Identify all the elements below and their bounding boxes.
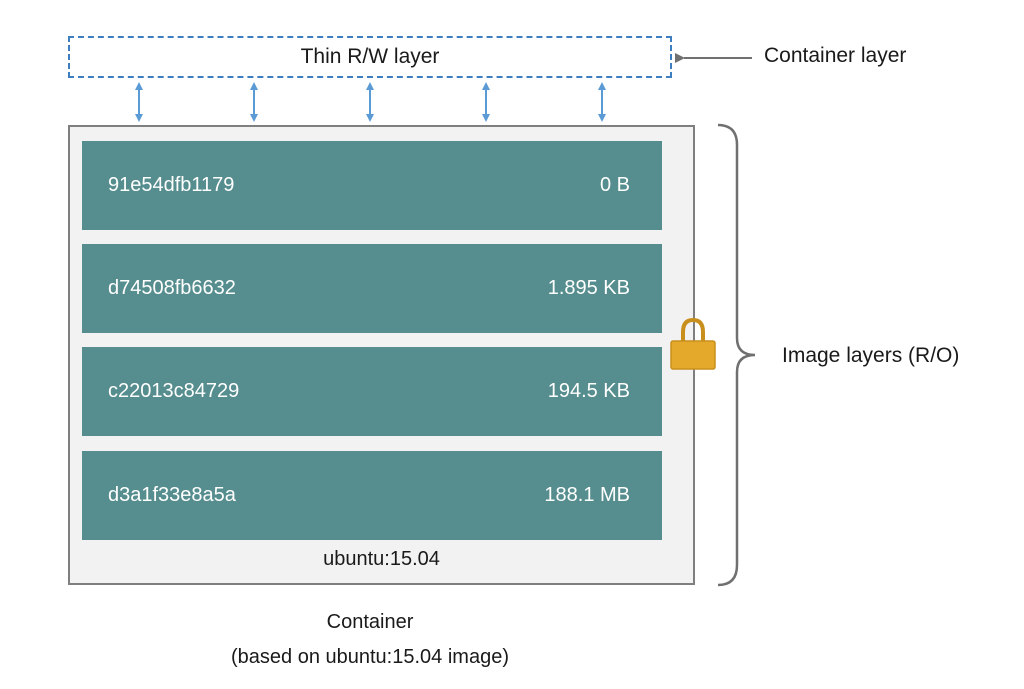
thin-rw-layer-box: Thin R/W layer [68,36,672,78]
caption-subtitle: (based on ubuntu:15.04 image) [231,646,509,668]
layer-id: d3a1f33e8a5a [108,484,236,506]
layer-id: 91e54dfb1179 [108,174,235,196]
container-layer-label: Container layer [764,44,907,67]
layer-id: d74508fb6632 [108,277,236,299]
layer-id: c22013c84729 [108,380,240,402]
image-name-label: ubuntu:15.04 [323,548,440,570]
image-layer: d3a1f33e8a5a 188.1 MB [82,451,662,540]
layer-size: 0 B [599,174,630,196]
rw-arrows [135,82,606,122]
padlock-icon [670,317,716,370]
layer-size: 1.895 KB [547,277,630,299]
image-layer: d74508fb6632 1.895 KB [82,244,662,333]
image-layers-label: Image layers (R/O) [782,344,960,367]
curly-brace-icon [717,123,756,587]
layer-size: 188.1 MB [544,484,630,506]
image-layer: 91e54dfb1179 0 B [82,141,662,230]
image-layer: c22013c84729 194.5 KB [82,347,662,436]
layer-size: 194.5 KB [547,380,630,402]
caption-title: Container [326,611,414,633]
thin-rw-layer-label: Thin R/W layer [300,45,440,68]
